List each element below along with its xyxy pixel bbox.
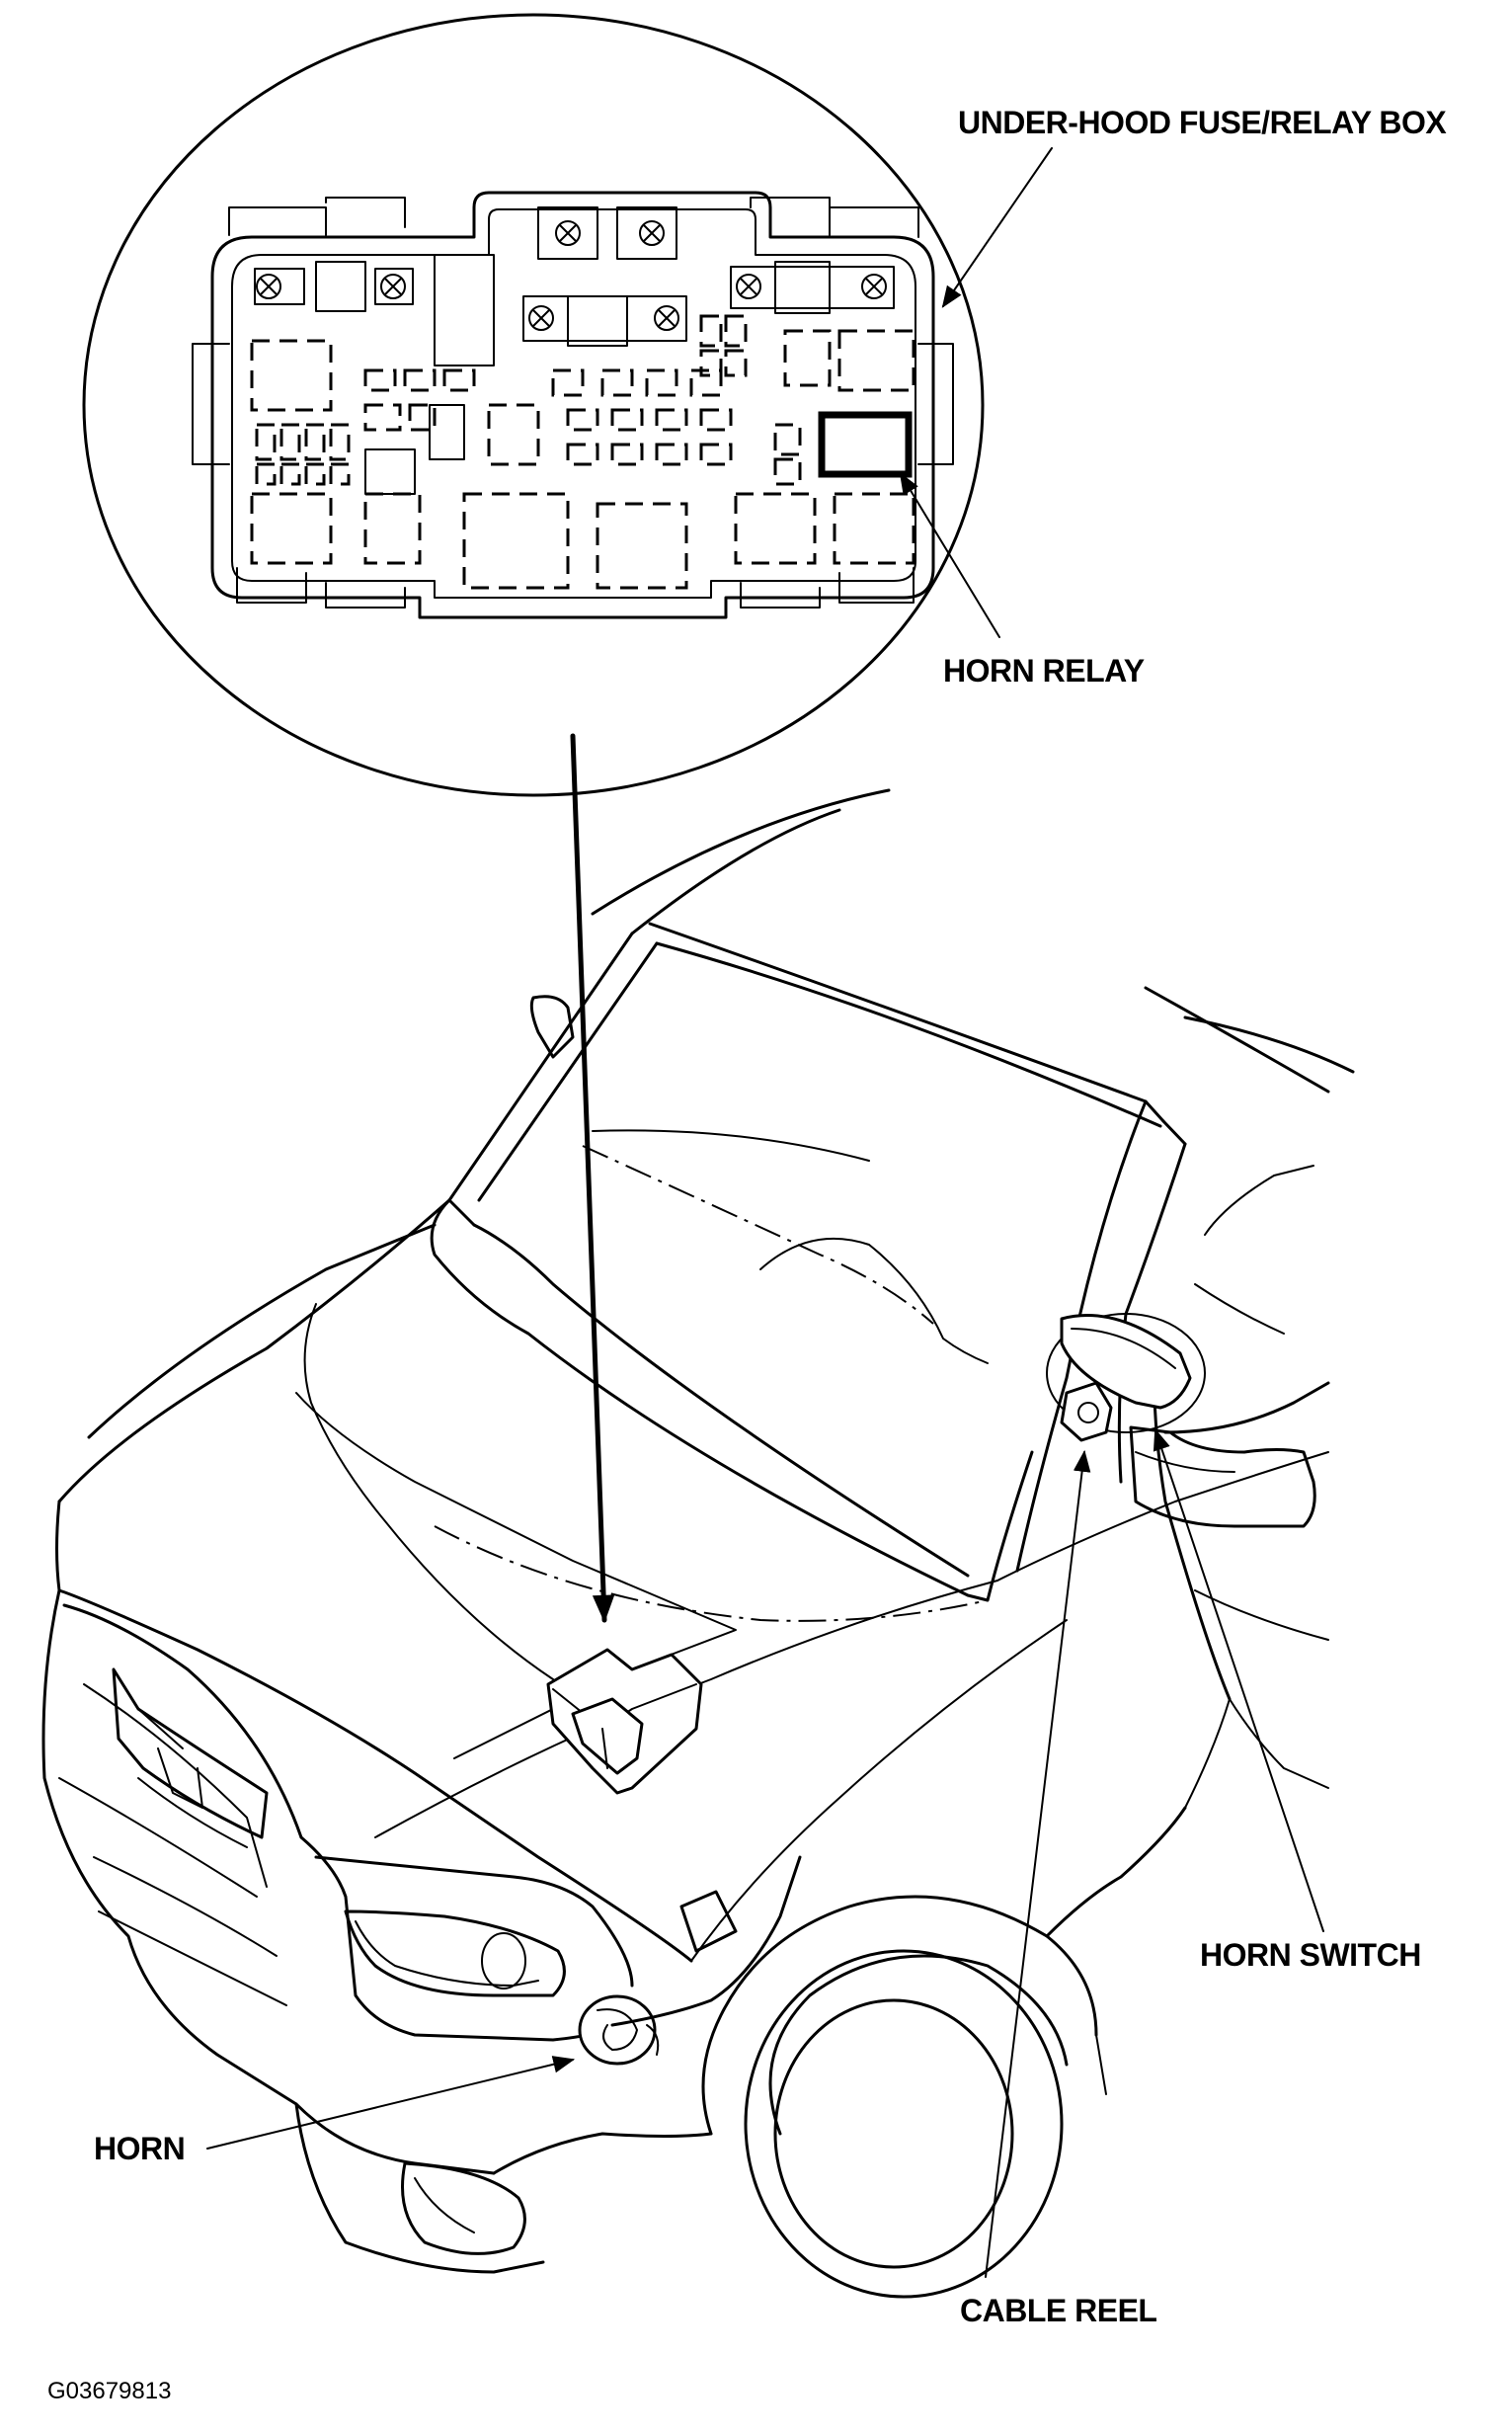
- horn-leader: [206, 2056, 576, 2150]
- leader-lines: [206, 147, 1324, 2278]
- screw-mount-left-icon: [254, 261, 414, 312]
- figure-code: G03679813: [47, 2378, 171, 2404]
- horn-relay-leader: [899, 472, 1000, 638]
- horn-part-icon: [578, 1994, 660, 2066]
- screw-top-left-icon: [537, 206, 598, 260]
- fuse-box-location-arrow: [570, 733, 615, 1623]
- horn-switch-label: HORN SWITCH: [1200, 1937, 1421, 1973]
- zoom-ellipse: [82, 13, 985, 797]
- screw-mount-middle-icon: [522, 295, 687, 347]
- cable-reel-leader: [985, 1449, 1091, 2278]
- screw-mount-right-icon: [730, 261, 895, 314]
- horn-label: HORN: [94, 2131, 185, 2166]
- fuse-box-detail-inset: [82, 13, 985, 797]
- horn-relay-highlight: [818, 411, 913, 478]
- fuse-box-outline: [210, 191, 935, 619]
- horn-switch-pad: [1060, 1314, 1192, 1410]
- fuse-box-in-vehicle-icon: [546, 1648, 703, 1795]
- fuse-box-label: UNDER-HOOD FUSE/RELAY BOX: [958, 105, 1447, 140]
- cable-reel-label: CABLE REEL: [960, 2293, 1156, 2328]
- vehicle-line-art: [41, 788, 1355, 2299]
- screw-top-right-icon: [616, 206, 677, 260]
- cable-reel-part: [1060, 1381, 1113, 1442]
- fuse-box-leader: [941, 147, 1053, 308]
- horn-switch-leader: [1153, 1427, 1324, 1932]
- fuse-slots: [250, 314, 915, 590]
- horn-relay-label: HORN RELAY: [943, 653, 1145, 689]
